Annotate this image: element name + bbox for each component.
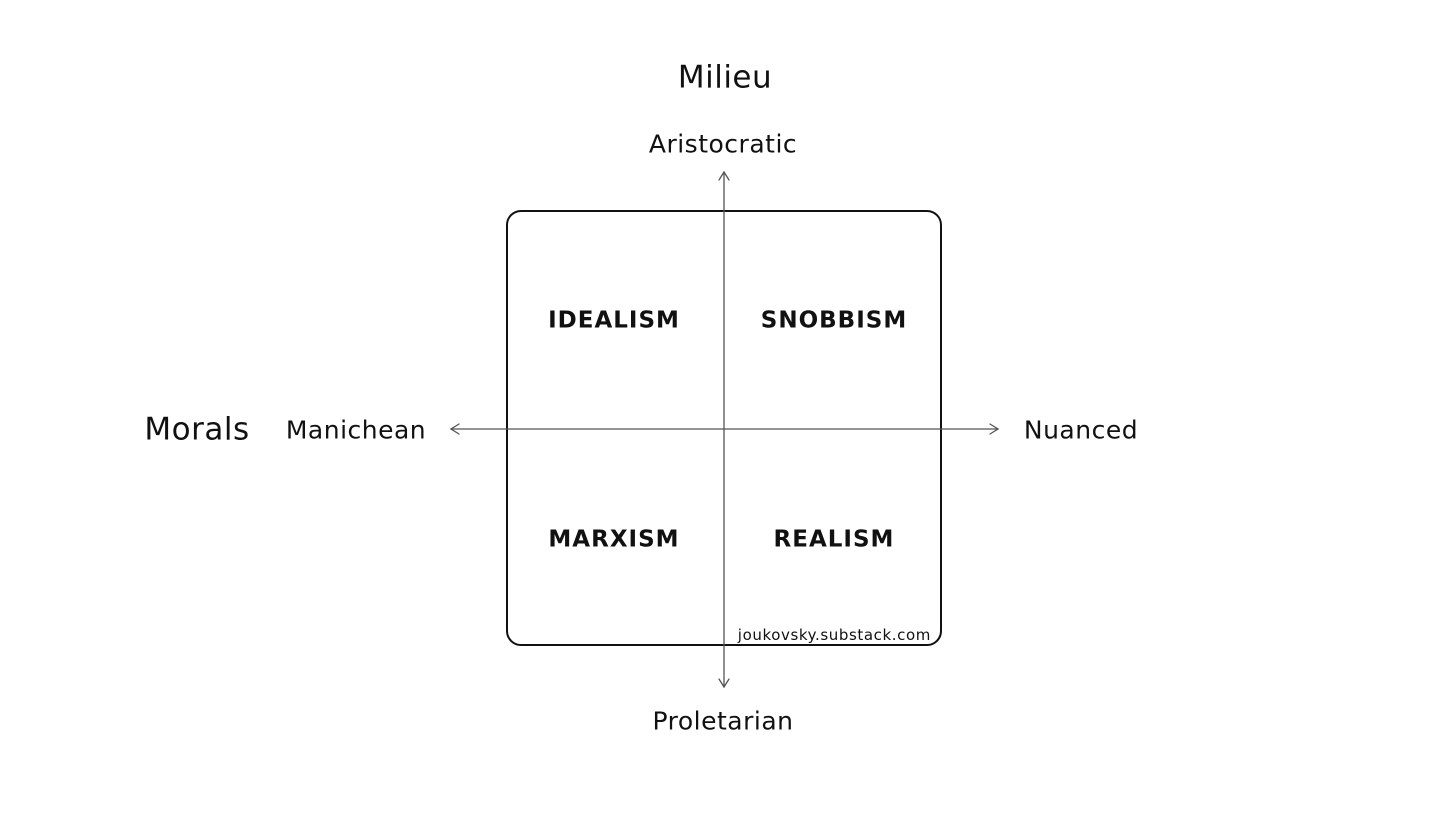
pole-manichean: Manichean (285, 415, 427, 445)
quadrant-realism: REALISM (773, 526, 895, 553)
milieu-axis-title: Milieu (677, 59, 773, 96)
quadrant-snobbism: SNOBBISM (760, 307, 908, 334)
arrow-left-icon (449, 423, 460, 435)
quadrant-frame: joukovsky.substack.com (506, 210, 942, 646)
pole-proletarian: Proletarian (652, 706, 794, 736)
arrow-right-icon (989, 423, 1000, 435)
pole-nuanced: Nuanced (1023, 415, 1139, 445)
morals-axis-title: Morals (144, 411, 250, 448)
arrow-down-icon (718, 678, 730, 689)
credit-text: joukovsky.substack.com (737, 626, 931, 644)
pole-aristocratic: Aristocratic (648, 129, 798, 159)
quadrant-idealism: IDEALISM (548, 307, 680, 334)
quadrant-marxism: MARXISM (548, 526, 680, 553)
arrow-up-icon (718, 170, 730, 181)
